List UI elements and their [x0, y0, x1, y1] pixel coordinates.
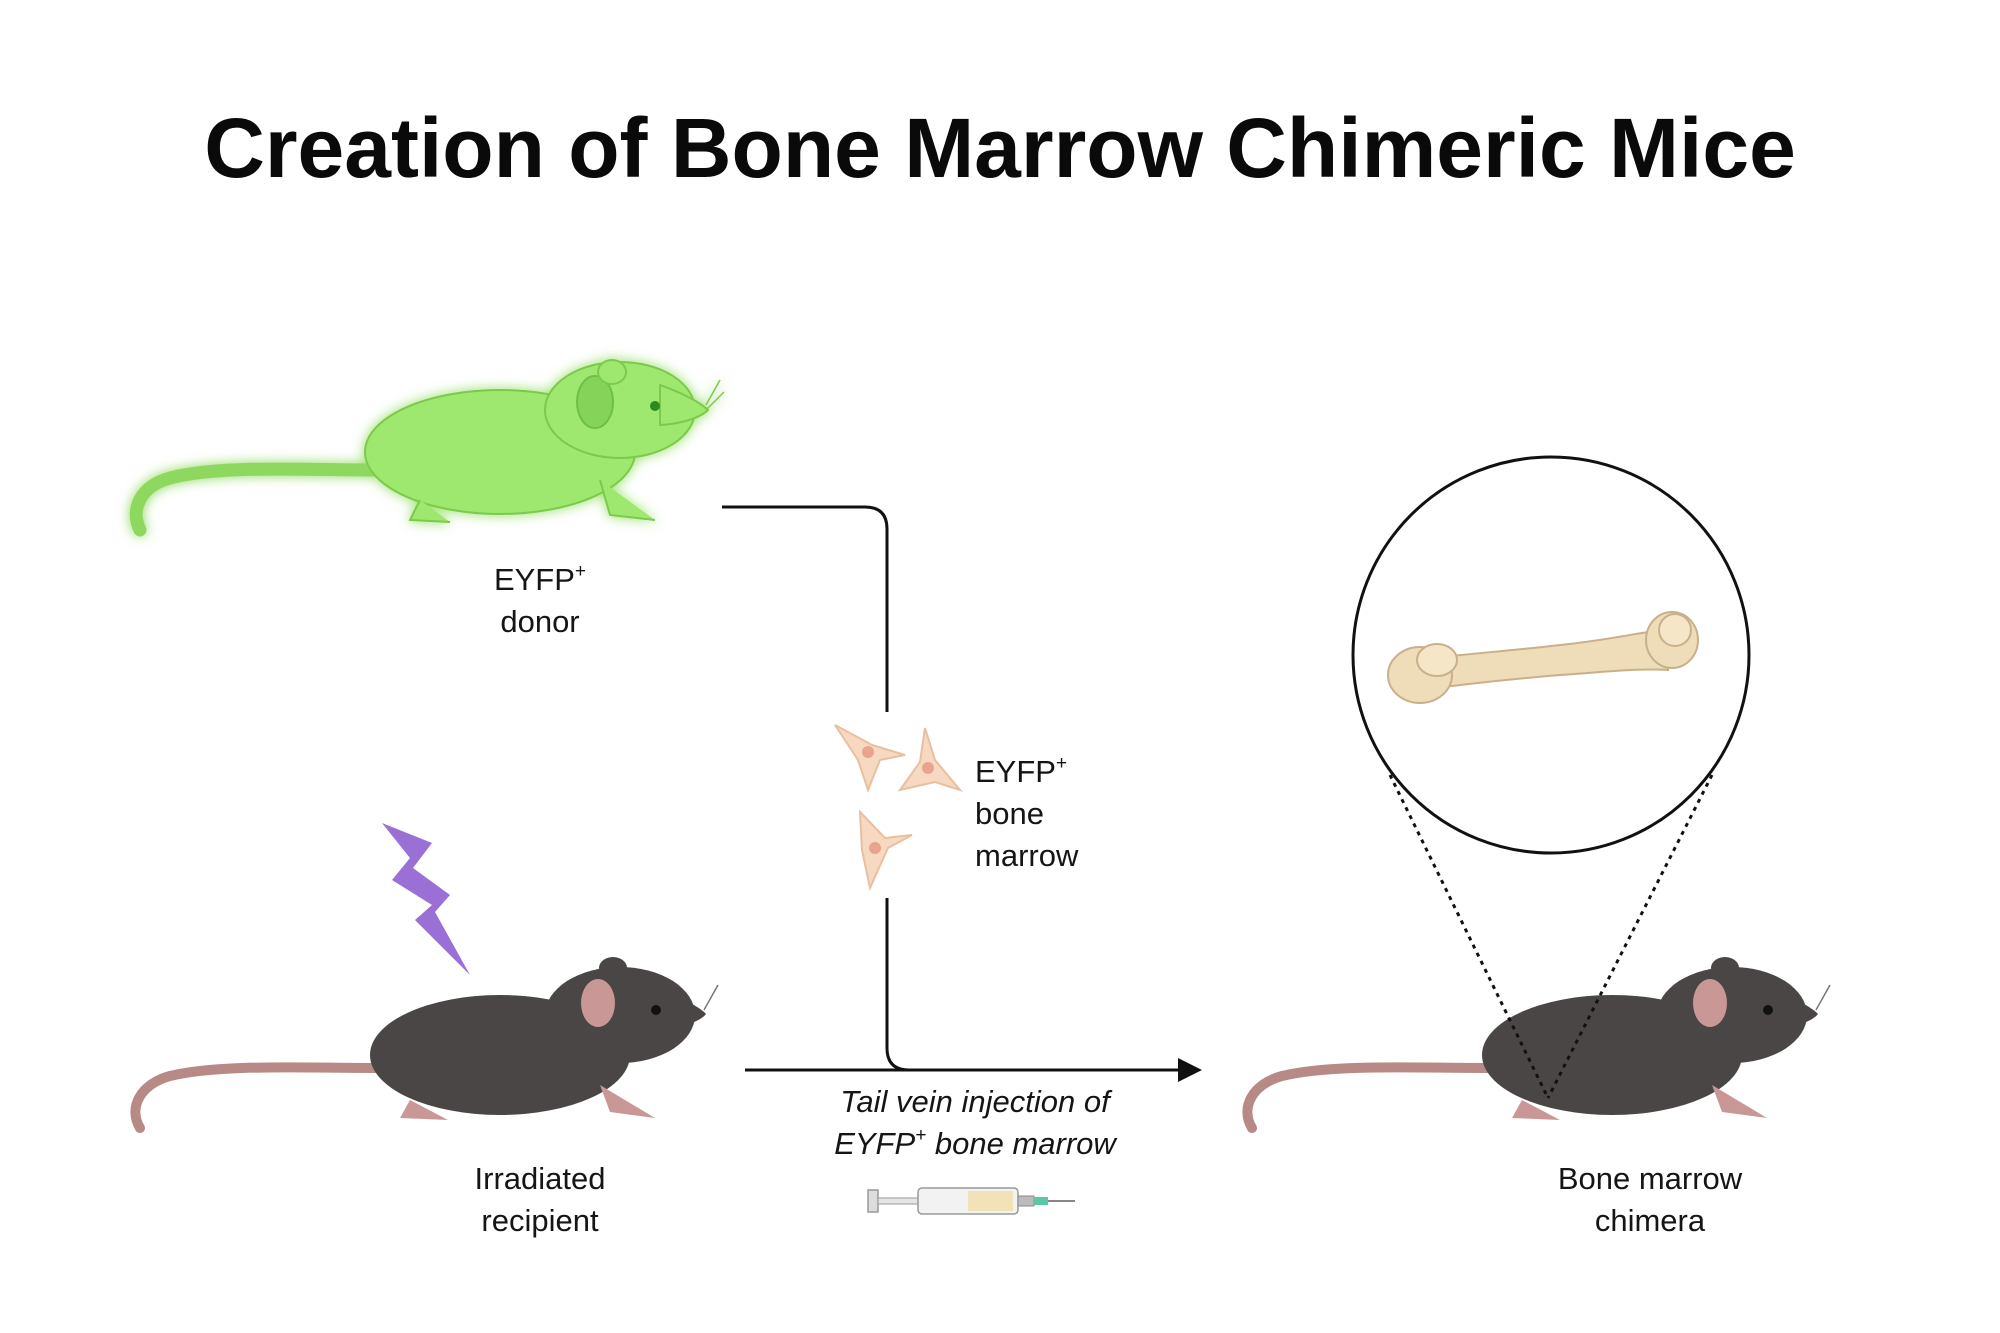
marrow-label: EYFP+ bone marrow [975, 751, 1175, 877]
chimera-mouse-illustration [1242, 957, 1831, 1133]
chimera-label-line2: chimera [1594, 1203, 1706, 1238]
marrow-label-sup: + [1055, 752, 1068, 774]
zoom-line-left [1388, 774, 1550, 1099]
marrow-label-bone: bone [975, 796, 1044, 831]
chimera-label-line1: Bone marrow [1557, 1161, 1743, 1196]
injection-label-line1: Tail vein injection of [840, 1084, 1110, 1119]
recipient-label: Irradiated recipient [420, 1158, 660, 1242]
donor-mouse-illustration [129, 359, 725, 537]
marrow-label-eyfp: EYFP [975, 754, 1056, 789]
donor-label-sup: + [574, 560, 587, 582]
lightning-icon [382, 823, 470, 975]
zoom-line-right [1546, 774, 1714, 1099]
injection-label: Tail vein injection of EYFP+ bone marrow [780, 1081, 1170, 1165]
arrow-head [1178, 1058, 1202, 1082]
recipient-mouse-illustration [130, 957, 719, 1133]
recipient-label-line2: recipient [481, 1203, 599, 1238]
donor-label-eyfp: EYFP [493, 562, 575, 597]
recipient-label-line1: Irradiated [474, 1161, 606, 1196]
marrow-label-marrow: marrow [975, 838, 1079, 873]
diagram-title: Creation of Bone Marrow Chimeric Mice [204, 101, 1796, 195]
flow-line-donor-to-cells [722, 505, 889, 712]
syringe-icon [867, 1187, 1075, 1215]
flow-line-cells-to-injection [885, 898, 1180, 1072]
injection-label-marrow: bone marrow [934, 1126, 1116, 1161]
chimera-label: Bone marrow chimera [1520, 1158, 1780, 1242]
bone-illustration [1387, 611, 1699, 704]
injection-label-sup: + [915, 1124, 927, 1146]
marrow-cells-illustration [834, 724, 963, 892]
injection-label-eyfp: EYFP [834, 1126, 916, 1161]
donor-label-role: donor [500, 604, 580, 639]
donor-label: EYFP+ donor [450, 559, 630, 643]
